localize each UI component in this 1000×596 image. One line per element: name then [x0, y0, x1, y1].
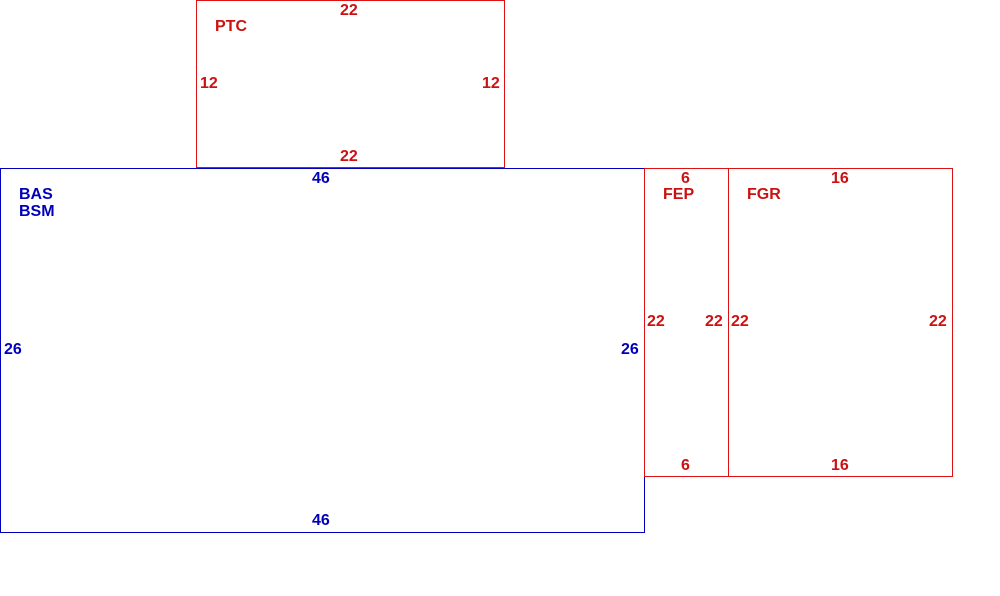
room-ptc [196, 0, 505, 168]
room-fgr-dim-bottom: 16 [831, 457, 849, 474]
room-ptc-name: PTC [215, 18, 247, 35]
room-ptc-dim-bottom: 22 [340, 148, 358, 165]
room-bas-dim-left: 26 [4, 341, 22, 358]
room-ptc-dim-top: 22 [340, 2, 358, 19]
room-fep-dim-bottom: 6 [681, 457, 690, 474]
room-bas-name-1: BAS [19, 186, 53, 203]
room-bas-dim-bottom: 46 [312, 512, 330, 529]
room-fgr-dim-left: 22 [731, 313, 749, 330]
room-bas [0, 168, 645, 533]
room-fgr-name: FGR [747, 186, 781, 203]
room-bas-name-2: BSM [19, 203, 55, 220]
room-fep-dim-left: 22 [647, 313, 665, 330]
room-fep-dim-right: 22 [705, 313, 723, 330]
room-fep-dim-top: 6 [681, 170, 690, 187]
room-bas-dim-right: 26 [621, 341, 639, 358]
room-fep-name: FEP [663, 186, 695, 203]
room-ptc-dim-right: 12 [482, 75, 500, 92]
room-bas-dim-top: 46 [312, 170, 330, 187]
room-fgr-dim-right: 22 [929, 313, 947, 330]
room-fgr [728, 168, 953, 477]
room-fgr-dim-top: 16 [831, 170, 849, 187]
room-ptc-dim-left: 12 [200, 75, 218, 92]
